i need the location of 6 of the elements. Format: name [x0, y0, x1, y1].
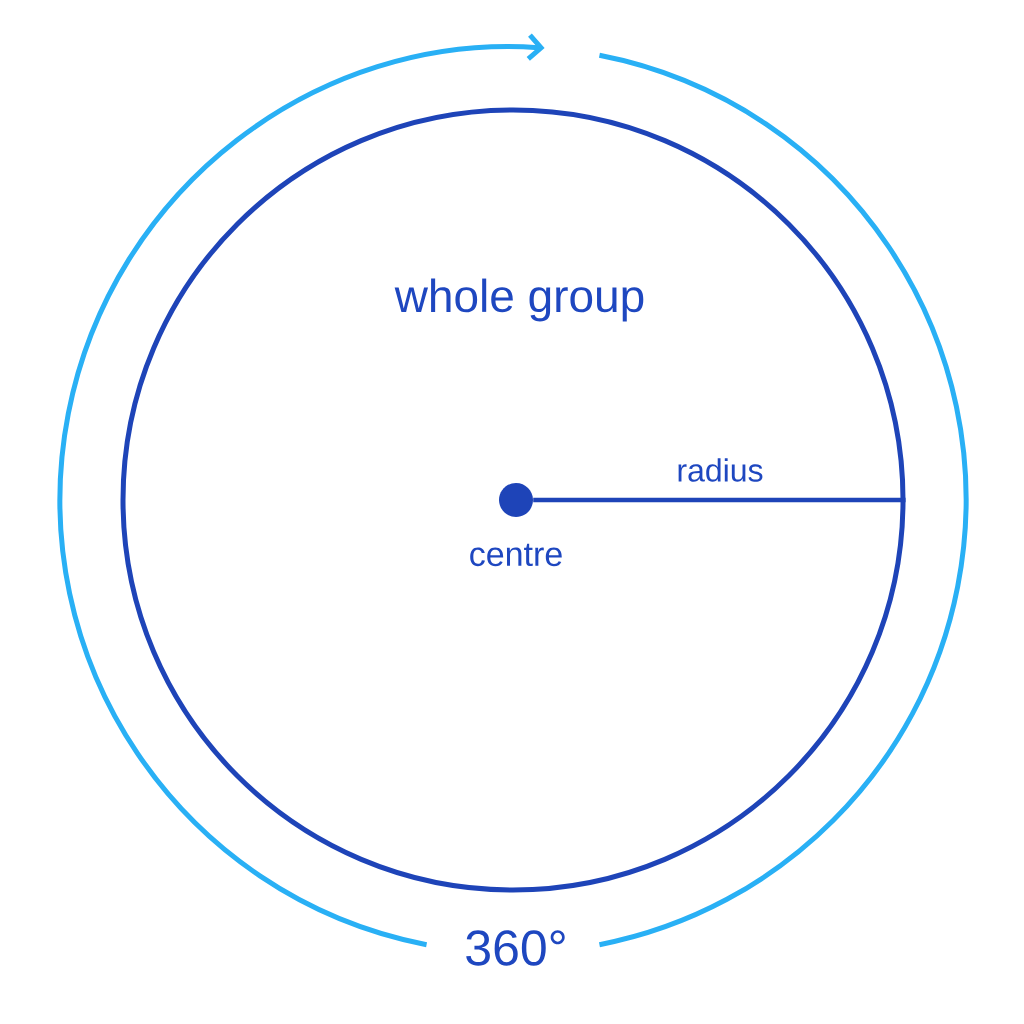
radius-line	[533, 497, 906, 503]
edge-label: radius	[678, 458, 763, 482]
group-label: whole group	[394, 278, 644, 322]
centre-dot	[499, 483, 533, 517]
angle-label: 360°	[466, 930, 565, 966]
point-label: centre	[470, 543, 562, 567]
